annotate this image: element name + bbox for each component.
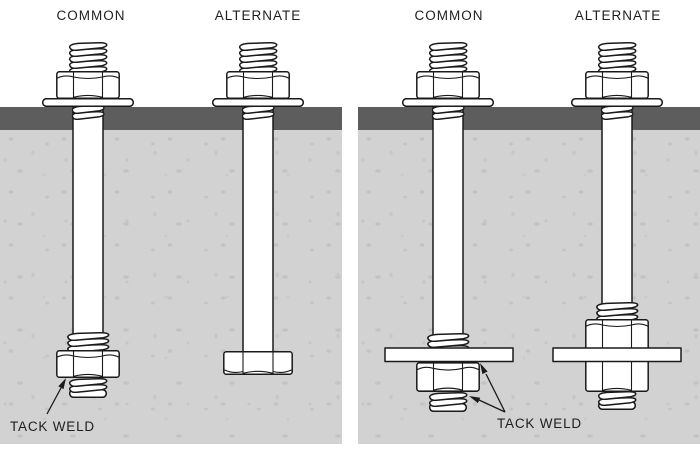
common-anchor-bolt [43,43,134,398]
alternate-anchor-bolt [552,43,682,410]
arrowhead [58,378,66,390]
nut-and-washer-assembly [403,43,494,120]
forged-hex-head [223,351,293,375]
embedded-hex-nut [56,350,120,378]
tack-weld-label: TACK WELD [10,419,95,434]
arrowhead [469,396,481,404]
alternate-label: ALTERNATE [214,8,302,23]
alternate-anchor-bolt [213,43,304,375]
common-anchor-bolt [384,43,514,412]
anchor-bearing-plate [552,347,682,363]
embedded-hex-nut [416,362,480,392]
common-label: COMMON [56,8,126,23]
tack-weld-leader [469,363,506,413]
bolt-shaft [432,103,464,337]
bolt-shaft [72,103,104,335]
concrete-foundation [358,130,700,444]
right-panel: COMMON ALTERNATE TACK WELD [358,0,700,449]
bolt-shaft [242,103,274,354]
nut-and-washer-assembly [572,43,663,120]
tack-weld-label: TACK WELD [497,416,582,431]
nut-and-washer-assembly [213,43,304,120]
alternate-label: ALTERNATE [574,8,662,23]
nut-and-washer-assembly [43,43,134,120]
left-panel: COMMON ALTERNATE TACK WELD [0,0,342,449]
common-label: COMMON [414,8,484,23]
tack-weld-leader [46,378,66,415]
bolt-shaft [601,103,633,306]
arrowhead [480,363,488,375]
anchor-bearing-plate [384,347,514,363]
right-panel-drawing [384,0,682,413]
concrete-foundation [0,130,342,444]
left-panel-drawing [0,0,342,415]
